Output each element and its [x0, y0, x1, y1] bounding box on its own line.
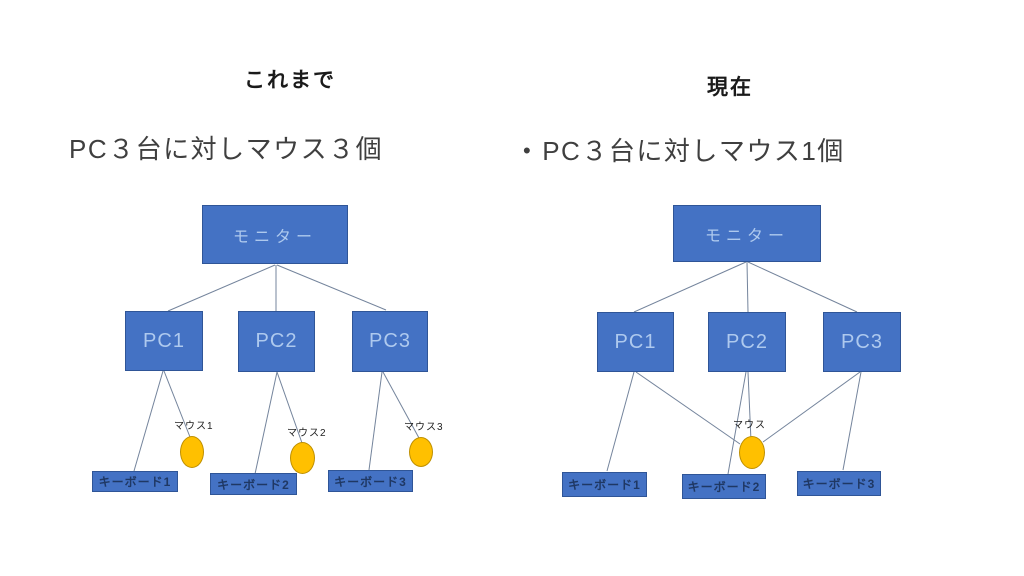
connector-line: [133, 370, 164, 472]
right-pc2-node: PC2: [708, 312, 786, 372]
connector-line: [368, 371, 383, 471]
left-mouse1-label: マウス1: [174, 421, 214, 432]
left-mouse3-label: マウス3: [404, 422, 444, 433]
right-mouse-oval: [739, 436, 765, 469]
connector-line: [606, 371, 635, 472]
connector-line: [167, 264, 276, 312]
right-mouse-label: マウス: [733, 420, 766, 431]
left-mouse2-oval: [290, 442, 315, 474]
left-monitor-node: モニター: [202, 205, 348, 264]
bullet-icon: •: [523, 138, 533, 163]
connector-line: [635, 371, 741, 445]
right-panel-title: 現在: [707, 76, 753, 99]
connector-line: [254, 371, 278, 475]
left-pc3-node: PC3: [352, 311, 428, 372]
connector-line: [746, 261, 749, 313]
left-panel-description: PC３台に対しマウス３個: [69, 134, 384, 164]
right-keyboard1-node: キーボード1: [562, 472, 647, 497]
left-mouse3-oval: [409, 437, 433, 467]
left-pc2-node: PC2: [238, 311, 315, 372]
left-keyboard3-node: キーボード3: [328, 470, 413, 492]
left-keyboard1-node: キーボード1: [92, 471, 178, 492]
left-mouse1-oval: [180, 436, 204, 468]
connector-line: [276, 264, 387, 311]
right-panel-description: • PC３台に対しマウス1個: [523, 131, 845, 168]
connector-line: [842, 371, 862, 471]
left-keyboard2-node: キーボード2: [210, 473, 297, 495]
right-keyboard2-node: キーボード2: [682, 474, 766, 499]
right-pc1-node: PC1: [597, 312, 674, 372]
left-panel-title: これまで: [244, 69, 336, 92]
left-pc1-node: PC1: [125, 311, 203, 371]
right-monitor-node: モニター: [673, 205, 821, 262]
right-keyboard3-node: キーボード3: [797, 471, 881, 496]
connector-line: [633, 261, 747, 313]
left-mouse2-label: マウス2: [287, 428, 327, 439]
connector-line: [747, 261, 858, 313]
right-pc3-node: PC3: [823, 312, 901, 372]
connector-line: [762, 371, 861, 443]
right-panel-description-text: PC３台に対しマウス1個: [542, 136, 845, 166]
